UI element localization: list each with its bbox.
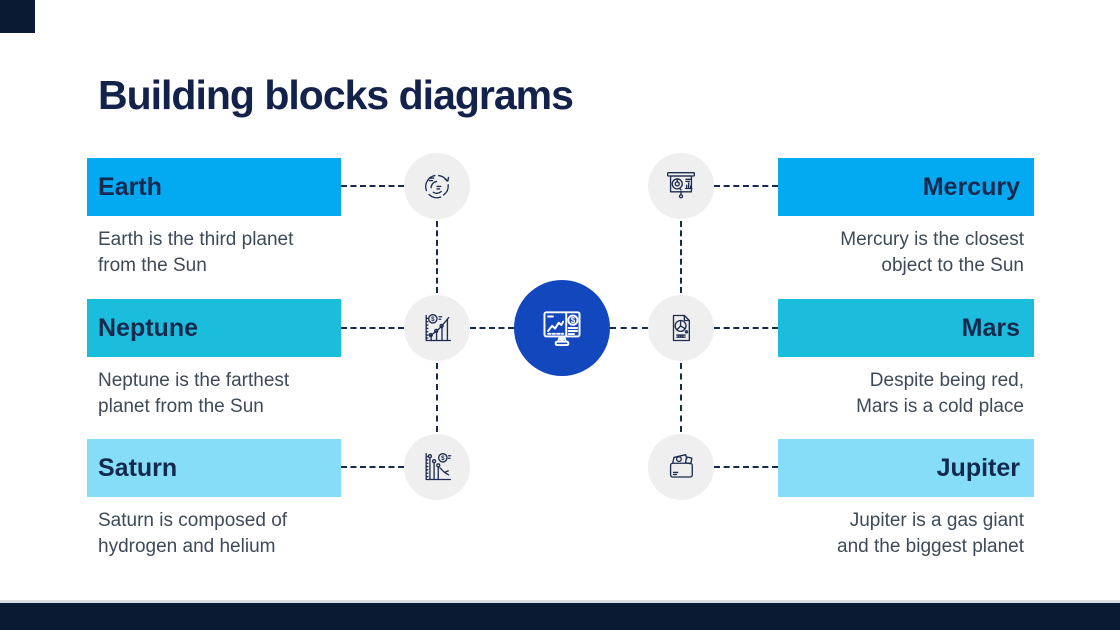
- connector-right-col-top: [680, 221, 682, 293]
- connector-neptune-icon: [341, 327, 404, 329]
- connector-left-col-bottom: [436, 363, 438, 432]
- connector-saturn-icon: [341, 466, 404, 468]
- saturn-label: Saturn: [98, 453, 178, 482]
- mercury-label: Mercury: [922, 172, 1020, 201]
- connector-icon-jupiter: [714, 466, 778, 468]
- jupiter-label: Jupiter: [936, 453, 1020, 482]
- mercury-bar: Mercury: [778, 158, 1034, 216]
- presentation-chart-icon: [648, 153, 714, 219]
- jupiter-description: Jupiter is a gas giant and the biggest p…: [837, 510, 1024, 558]
- saturn-description: Saturn is composed of hydrogen and heliu…: [98, 510, 288, 558]
- connector-left-col-top: [436, 221, 438, 293]
- saturn-bar: Saturn: [87, 439, 341, 497]
- neptune-label: Neptune: [98, 313, 198, 342]
- growth-chart-icon: $: [404, 295, 470, 361]
- neptune-bar: Neptune: [87, 299, 341, 357]
- neptune-description: Neptune is the farthest planet from the …: [98, 370, 290, 418]
- svg-text:$: $: [441, 455, 445, 462]
- earth-description: Earth is the third planet from the Sun: [98, 229, 294, 277]
- connector-icon-center-left: [470, 327, 514, 329]
- footer-bar: [0, 603, 1120, 630]
- mars-bar: Mars: [778, 299, 1034, 357]
- connector-earth-icon: [341, 185, 404, 187]
- svg-text:$: $: [431, 316, 435, 323]
- wallet-icon: [648, 434, 714, 500]
- corner-accent-square: [0, 0, 35, 33]
- connector-icon-mars: [714, 327, 778, 329]
- mercury-description: Mercury is the closest object to the Sun: [840, 229, 1024, 277]
- mars-description: Despite being red, Mars is a cold place: [856, 370, 1024, 418]
- page-title: Building blocks diagrams: [98, 72, 574, 118]
- connector-center-icon-right: [610, 327, 648, 329]
- connector-icon-mercury: [714, 185, 778, 187]
- donut-chart-icon: [404, 153, 470, 219]
- earth-bar: Earth: [87, 158, 341, 216]
- earth-label: Earth: [98, 172, 162, 201]
- mars-label: Mars: [961, 313, 1020, 342]
- connector-right-col-bottom: [680, 363, 682, 432]
- svg-text:$: $: [571, 316, 576, 325]
- footer-divider: [0, 600, 1120, 603]
- decline-chart-icon: $: [404, 434, 470, 500]
- pie-report-icon: [648, 295, 714, 361]
- jupiter-bar: Jupiter: [778, 439, 1034, 497]
- monitor-chart-icon: $: [514, 280, 610, 376]
